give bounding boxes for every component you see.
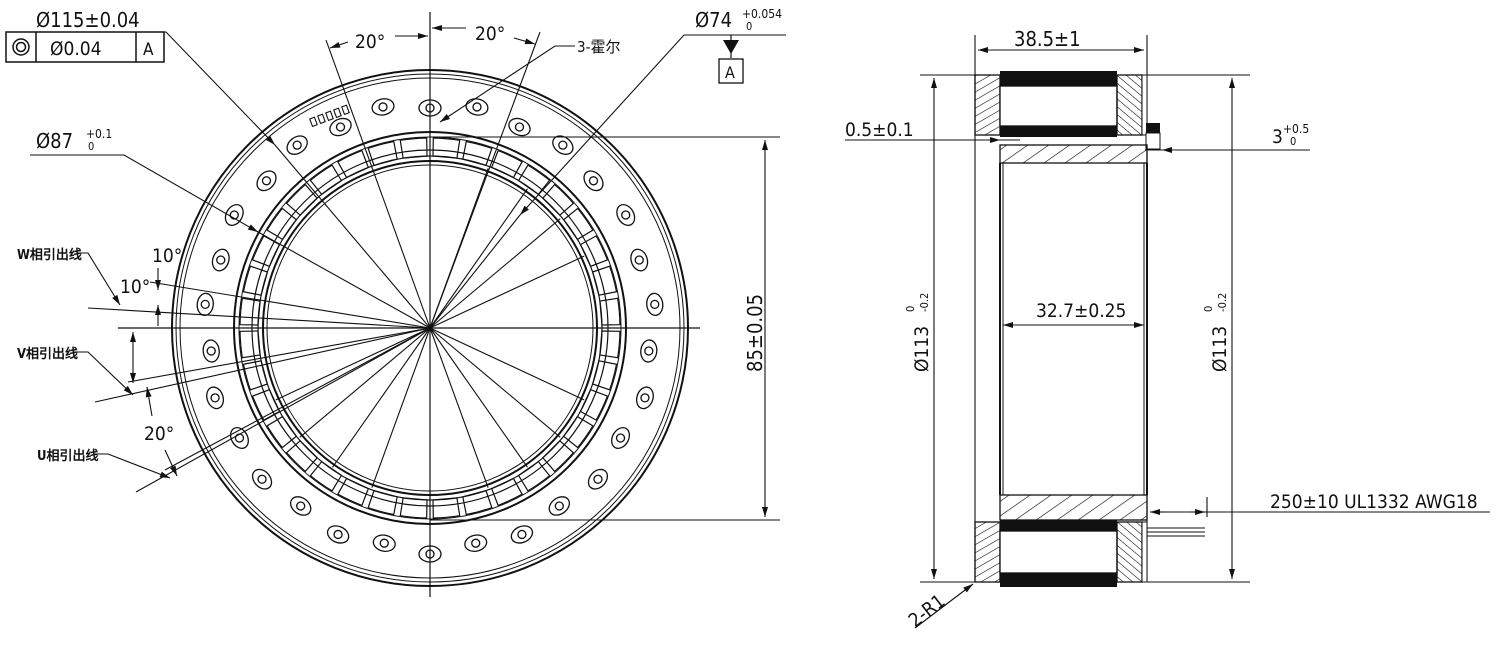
gdt-frame: Ø0.04 A bbox=[5, 31, 165, 63]
svg-text:-0.2: -0.2 bbox=[1216, 293, 1229, 312]
angle-top-left: 20° bbox=[355, 31, 385, 53]
angle-w-b: 10° bbox=[120, 276, 150, 298]
datum-triangle-icon bbox=[723, 40, 739, 54]
bore-diameter-dim: Ø74 bbox=[695, 8, 732, 32]
stator-slots bbox=[239, 137, 621, 519]
lead-wire-spec: 250±10 UL1332 AWG18 bbox=[1270, 491, 1478, 513]
angle-top-right: 20° bbox=[475, 23, 505, 45]
radius-dim: 2-R1 bbox=[905, 590, 950, 632]
angle-uv: 20° bbox=[144, 423, 174, 445]
angle-w-a: 10° bbox=[152, 245, 182, 267]
gdt-datum: A bbox=[143, 40, 154, 60]
svg-text:0: 0 bbox=[88, 140, 94, 153]
w-phase-lead-label: W相引出线 bbox=[17, 247, 82, 263]
side-view: 38.5±1 0.5±0.1 bbox=[845, 27, 1490, 632]
svg-text:-0.2: -0.2 bbox=[918, 293, 931, 312]
v-phase-lead-label: V相引出线 bbox=[17, 346, 78, 362]
diameter-left-dim: Ø113 bbox=[911, 326, 933, 372]
mounting-holes bbox=[196, 98, 664, 563]
svg-text:0: 0 bbox=[1202, 306, 1215, 312]
u-phase-lead-label: U相引出线 bbox=[37, 448, 99, 464]
svg-text:+0.054: +0.054 bbox=[742, 7, 782, 21]
inner-length-dim: 32.7±0.25 bbox=[1036, 300, 1126, 322]
datum-label: A bbox=[725, 63, 735, 82]
total-length-dim: 38.5±1 bbox=[1014, 27, 1081, 51]
svg-text:+0.1: +0.1 bbox=[86, 127, 112, 141]
svg-text:0: 0 bbox=[1290, 135, 1296, 148]
offset-dim: 3 bbox=[1272, 126, 1283, 148]
svg-text:0: 0 bbox=[746, 20, 752, 33]
outer-diameter-dim: Ø115±0.04 bbox=[36, 8, 140, 32]
gdt-tolerance: Ø0.04 bbox=[50, 38, 102, 60]
height-dim: 85±0.05 bbox=[743, 294, 767, 372]
gap-dim: 0.5±0.1 bbox=[845, 119, 914, 141]
diameter-right-dim: Ø113 bbox=[1209, 326, 1231, 372]
hall-sensor-pads bbox=[309, 104, 350, 128]
inner-diameter-dim: Ø87 bbox=[36, 129, 73, 153]
svg-text:+0.5: +0.5 bbox=[1283, 122, 1309, 136]
front-view: 20° 20° 3-霍尔 Ø0.04 A Ø115±0.04 Ø74 +0.05… bbox=[5, 7, 786, 597]
hall-sensor-label: 3-霍尔 bbox=[577, 38, 620, 56]
concentricity-icon bbox=[12, 38, 30, 56]
svg-text:0: 0 bbox=[904, 306, 917, 312]
